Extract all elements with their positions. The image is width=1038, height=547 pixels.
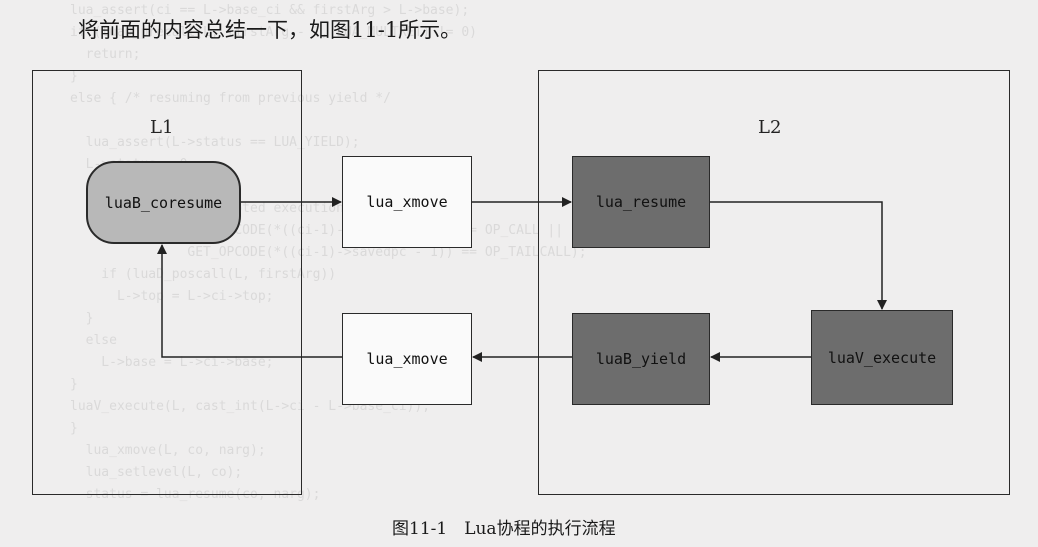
lua-xmove-bottom-node: lua_xmove (342, 313, 472, 405)
arrow-resume-to-execute (710, 201, 887, 310)
lua-xmove-top-node: lua_xmove (342, 156, 472, 248)
arrow-xmove-to-coresume (157, 244, 342, 358)
figure-caption: 图11-1 Lua协程的执行流程 (392, 519, 616, 539)
intro-text: 将前面的内容总结一下，如图11-1所示。 (78, 18, 462, 42)
thread-l1-label: L1 (150, 117, 174, 138)
luab-coresume-node: luaB_coresume (86, 161, 241, 244)
lua-resume-node: lua_resume (572, 156, 710, 248)
luab-yield-node: luaB_yield (572, 313, 710, 405)
thread-l2-frame (538, 70, 1010, 495)
thread-l2-label: L2 (758, 117, 782, 138)
thread-l1-frame (32, 70, 302, 495)
luav-execute-node: luaV_execute (811, 310, 953, 405)
